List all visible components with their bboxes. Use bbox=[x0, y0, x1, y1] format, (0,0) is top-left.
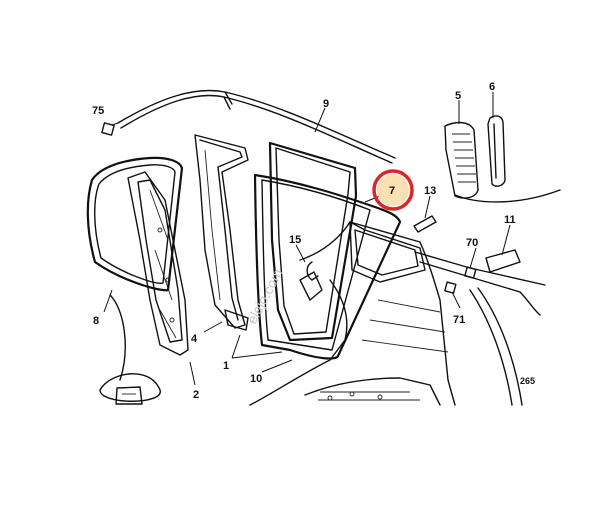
clip-75 bbox=[101, 122, 115, 136]
bracket-11 bbox=[485, 249, 521, 273]
figure-reference: 265 bbox=[520, 376, 535, 386]
callout-5: 5 bbox=[455, 90, 461, 102]
vent-5 bbox=[444, 121, 479, 199]
callout-13: 13 bbox=[424, 185, 436, 197]
callout-2: 2 bbox=[193, 389, 199, 401]
callout-15: 15 bbox=[289, 234, 301, 246]
callout-7: 7 bbox=[389, 185, 395, 197]
seal-8 bbox=[86, 156, 184, 292]
roof-molding bbox=[117, 89, 396, 164]
wheel-arch bbox=[99, 294, 161, 405]
callout-11: 11 bbox=[504, 214, 516, 226]
callout-75: 75 bbox=[92, 105, 104, 117]
callout-71: 71 bbox=[453, 314, 465, 326]
leader-lines bbox=[103, 92, 511, 386]
callout-8: 8 bbox=[93, 315, 99, 327]
clip-71 bbox=[444, 281, 457, 294]
frame-seal-1 bbox=[268, 141, 358, 342]
callout-9: 9 bbox=[323, 98, 329, 110]
callout-10: 10 bbox=[250, 373, 262, 385]
pillar-2 bbox=[127, 171, 189, 356]
rear-quarter bbox=[469, 287, 541, 406]
body-side-panel bbox=[249, 221, 546, 406]
callout-6: 6 bbox=[489, 81, 495, 93]
highlight-ring bbox=[372, 169, 414, 211]
door-seal-10 bbox=[253, 173, 402, 360]
vent-arc bbox=[454, 189, 561, 203]
clip-70 bbox=[464, 266, 477, 279]
callout-4: 4 bbox=[191, 333, 198, 345]
callout-70: 70 bbox=[466, 237, 478, 249]
pillar-seal-4 bbox=[194, 134, 249, 331]
strip-13 bbox=[413, 215, 437, 233]
vent-6 bbox=[487, 115, 506, 187]
callout-1: 1 bbox=[223, 360, 229, 372]
clip-15 bbox=[306, 261, 319, 281]
